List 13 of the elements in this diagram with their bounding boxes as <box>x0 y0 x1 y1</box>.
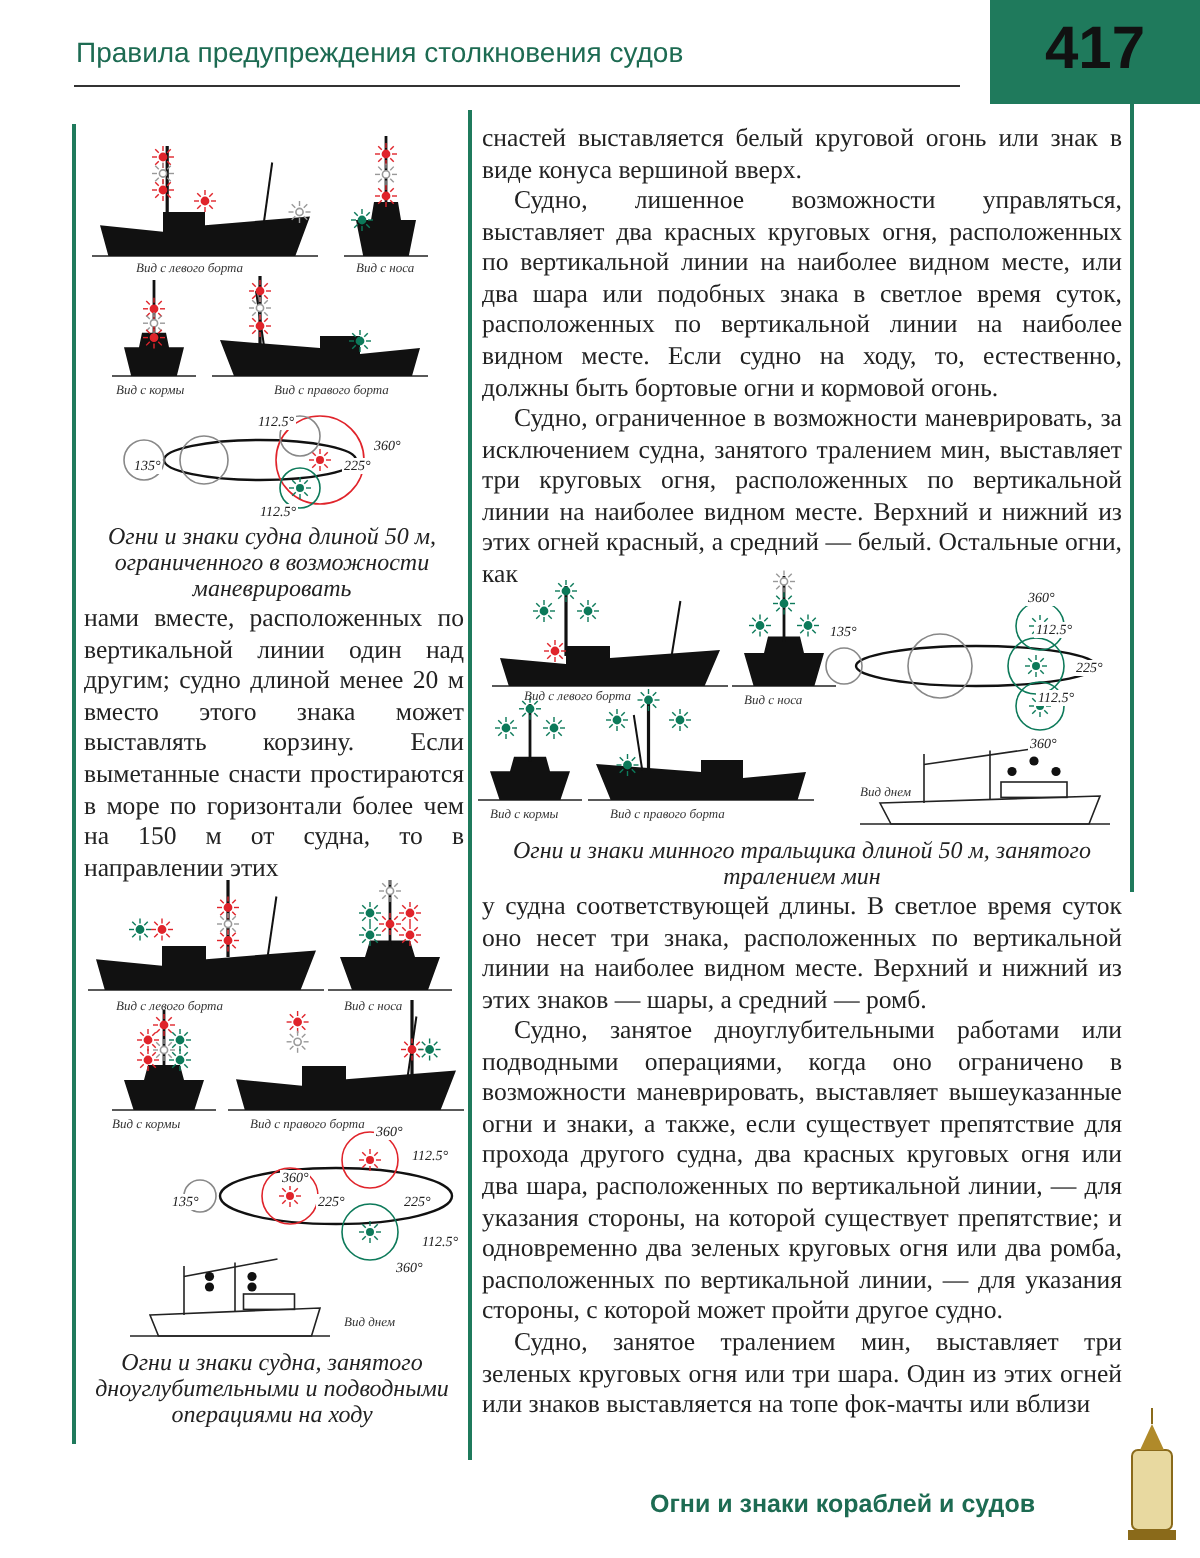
page-number: 417 <box>990 0 1200 104</box>
body-paragraph: Судно, занятое дноуглубительными работами или подводными операциями, когда оно ограничено в возможности маневрировать, выставляет вышеуказанные огни и знаки, а также, если существует препятствие для прохода другого судна, два красных круговых огня или два шара, расположенных по вертикальной линии, — для указания стороны, на которой существует препятствие; и одновременно два зеленых круговых огня или два ромба, расположенных по вертикальной линии, — для указания стороны, с которой может пройти другое судно. <box>482 1016 1122 1328</box>
body-paragraph: Судно, занятое тралением мин, выставляет три зеленых круговых огня или три шара. Один из этих огней или знаков выставляется на топе фок-мачты или вблизи <box>482 1328 1122 1422</box>
body-paragraph: Судно, лишенное возможности управляться, выставляет два красных круговых огня, расположенных по вертикальной линии на наиболее видном месте, или два шара или подобных знака в светлое время суток, расположенных по вертикальной линии на наиболее видном месте. Если судно на ходу, то, естественно, должны быть бортовые огни и кормовой огонь. <box>482 186 1122 405</box>
body-paragraph: у судна соответствующей длины. В светлое время суток оно несет три знака, расположенных по вертикальной линии на наиболее видном месте. Верхний и нижний из этих знаков — шары, а средний — ромб. <box>482 892 1122 1017</box>
running-header: Правила предупреждения столкновения судов <box>76 36 684 68</box>
body-paragraph: снастей выставляется белый круговой огонь или знак в виде конуса вершиной вверх. <box>482 124 1122 187</box>
figure-caption: Огни и знаки судна длиной 50 м, ограниченного в возможности маневрировать <box>105 524 439 602</box>
body-paragraph: нами вместе, расположенных по вертикальной линии один над другим; судно длиной менее 20 м вместо этого знака может выставлять корзину. Если выметанные снасти простираются в море по горизонтали более чем на 150 м от судна, то в направлении этих <box>84 604 464 885</box>
running-footer: Огни и знаки кораблей и судов <box>650 1490 1036 1518</box>
body-paragraph: Судно, ограниченное в возможности маневрировать, за исключением судна, занятого тралением мин, выставляет три круговых огня, расположенных по вертикальной линии на наиболее видном месте. Верхний и нижний из этих огней красный, а средний — белый. Остальные огни, как <box>482 404 1122 592</box>
figure-caption: Огни и знаки минного тральщика длиной 50 м, занятого тралением мин <box>510 838 1093 890</box>
figure-caption: Огни и знаки судна, занятого дноуглубительными и подводными операциями на ходу <box>93 1350 451 1428</box>
